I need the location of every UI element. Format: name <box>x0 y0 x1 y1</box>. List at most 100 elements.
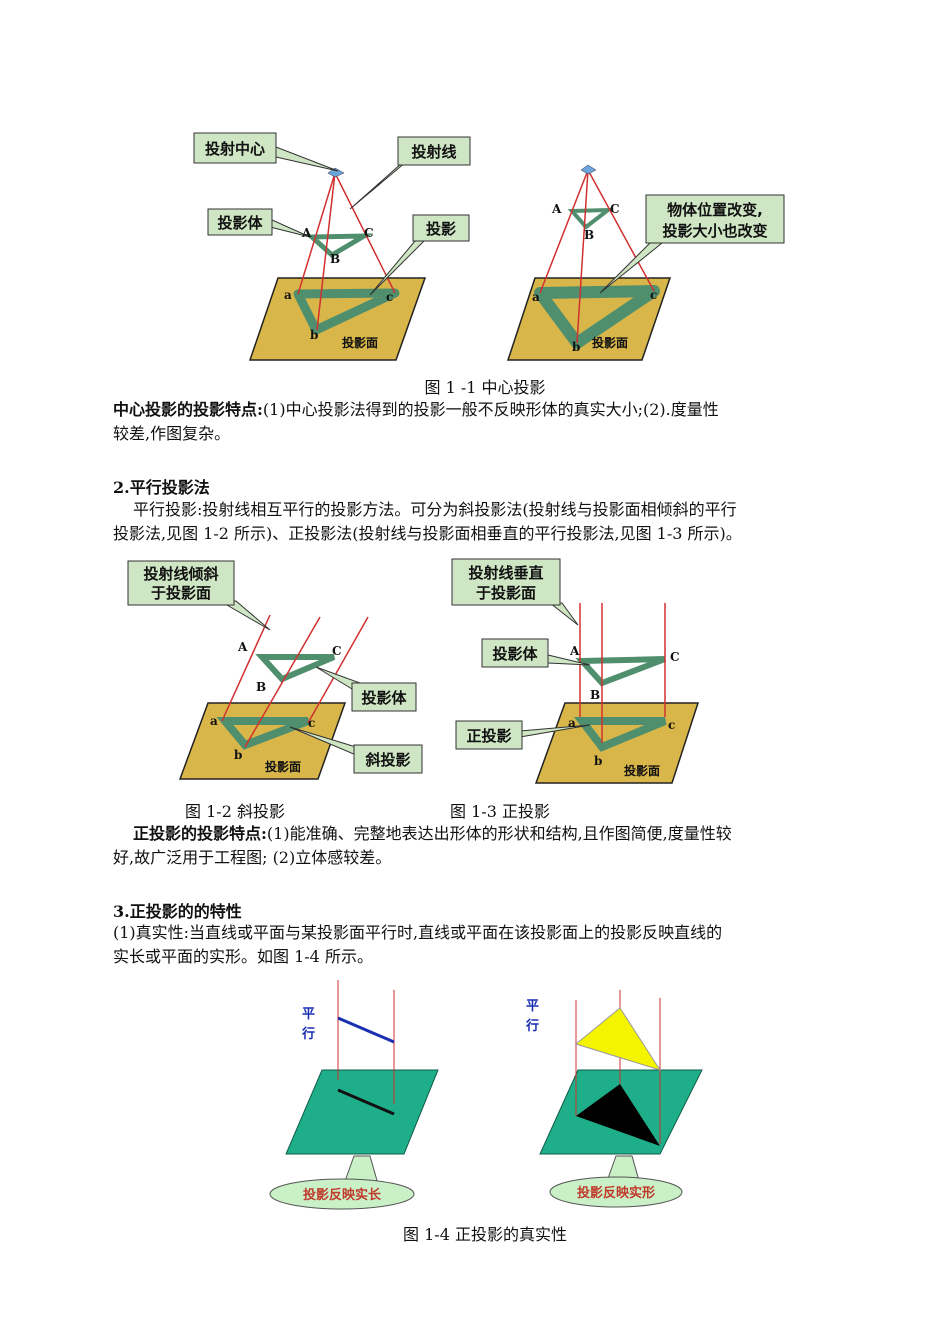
label-b: b <box>234 748 242 762</box>
ortho-features-line2: 好,故广泛用于工程图; (2)立体感较差。 <box>113 848 392 867</box>
parallel-char-2: 行 <box>301 1026 315 1042</box>
parallel-char-1: 平 <box>526 999 539 1014</box>
figure-1-1-caption: 图 1 -1 中心投影 <box>424 378 546 397</box>
projected-triangle <box>573 717 667 752</box>
section-3-paragraph: (1)真实性:当直线或平面与某投影面平行时,直线或平面在该投影面上的投影反映直线… <box>113 921 858 969</box>
callout-ray-text: 投射线 <box>411 143 456 161</box>
section-3-line2: 实长或平面的实形。如图 1-4 所示。 <box>113 947 373 966</box>
callout-perp-line2: 于投影面 <box>476 584 536 602</box>
label-c: c <box>308 716 315 730</box>
plane-label: 投影面 <box>265 759 301 774</box>
callout-body-text: 投影体 <box>217 214 263 232</box>
callout-note-line2: 投影大小也改变 <box>662 222 767 240</box>
callout-note <box>645 194 785 244</box>
section-2-heading: 2.平行投影法 <box>113 478 210 497</box>
section-2-paragraph: 平行投影:投射线相互平行的投影方法。可分为斜投影法(投射线与投影面相倾斜的平行 … <box>113 498 858 546</box>
label-oval <box>549 1176 683 1208</box>
fig3-diagram: 投射线垂直 于投影面 投影体 正投影 A B C a b c 投影面 <box>451 558 700 784</box>
figure-1-1: 投射中心 投射线 投影体 投影 A B C a b c 投影面 物体位置改变, … <box>193 132 785 361</box>
callout-body <box>207 208 273 236</box>
label-a: a <box>210 714 218 728</box>
label-c: c <box>650 288 657 302</box>
figure-1-4: 投影反映实长 平 行 投影反映实形 平 行 <box>269 980 703 1210</box>
callout-ortho-projection <box>455 720 523 750</box>
plane-label: 投影面 <box>592 335 628 350</box>
fig4-left-diagram: 投影反映实长 平 行 <box>269 980 439 1210</box>
projected-triangle <box>534 285 660 349</box>
label-C: C <box>364 226 374 240</box>
parallel-char-2: 行 <box>525 1018 539 1034</box>
central-features-line1: (1)中心投影法得到的投影一般不反映形体的真实大小;(2).度量性 <box>262 400 719 419</box>
central-features-line2: 较差,作图复杂。 <box>113 424 231 443</box>
label-c: c <box>668 718 675 732</box>
callout-perpendicular <box>451 558 561 606</box>
section-2-line1: 平行投影:投射线相互平行的投影方法。可分为斜投影法(投射线与投影面相倾斜的平行 <box>133 500 737 519</box>
fig1-left-diagram: 投射中心 投射线 投影体 投影 A B C a b c 投影面 <box>193 132 471 361</box>
label-A: A <box>551 202 562 216</box>
section-2-line2: 投影法,见图 1-2 所示)、正投影法(投射线与投影面相垂直的平行投影法,见图 … <box>113 524 742 543</box>
callout-body-text: 投影体 <box>361 689 407 707</box>
label-a: a <box>284 288 292 302</box>
ortho-features-paragraph: 正投影的投影特点:(1)能准确、完整地表达出形体的形状和结构,且作图简便,度量性… <box>113 822 858 870</box>
projected-triangle <box>576 1084 660 1146</box>
object-triangle <box>567 207 615 230</box>
object-triangle <box>575 656 667 687</box>
label-A: A <box>569 644 580 658</box>
section-3-line1: (1)真实性:当直线或平面与某投影面平行时,直线或平面在该投影面上的投影反映直线… <box>113 923 723 942</box>
callout-oblique <box>127 560 235 606</box>
fig4-right-diagram: 投影反映实形 平 行 <box>525 990 703 1208</box>
parallel-line <box>337 1016 395 1044</box>
oval-text: 投影反映实长 <box>303 1187 382 1203</box>
label-c: c <box>386 290 393 304</box>
projected-triangle <box>216 717 310 750</box>
callout-body <box>351 682 417 712</box>
label-C: C <box>610 202 620 216</box>
label-b: b <box>572 340 580 354</box>
projected-triangle <box>293 288 400 335</box>
section-3-heading: 3.正投影的的特性 <box>113 902 242 921</box>
object-triangle <box>305 233 374 259</box>
parallel-char-1: 平 <box>302 1007 315 1022</box>
label-C: C <box>332 644 342 658</box>
label-B: B <box>330 252 340 266</box>
callout-body <box>481 638 549 668</box>
callout-oblique-line1: 投射线倾斜 <box>143 565 218 583</box>
callout-perp-line1: 投射线垂直 <box>468 564 543 582</box>
projected-line <box>337 1088 395 1116</box>
figure-1-2-1-3: 投射线倾斜 于投影面 投影体 斜投影 A B C a b c 投影面 投射线垂直… <box>127 558 700 784</box>
label-b: b <box>594 754 602 768</box>
label-oval <box>269 1178 415 1210</box>
figure-1-3-caption: 图 1-3 正投影 <box>450 802 550 821</box>
callout-note-line1: 物体位置改变, <box>667 201 763 219</box>
callout-projection <box>412 214 470 242</box>
label-B: B <box>590 688 600 702</box>
center-point-icon <box>580 164 597 175</box>
callout-ray <box>397 136 471 166</box>
callout-oblique-line2: 于投影面 <box>151 584 211 602</box>
callout-oblique-projection <box>353 744 423 774</box>
parallel-triangle <box>574 1007 662 1071</box>
ortho-features-label: 正投影的投影特点: <box>133 824 267 843</box>
label-a: a <box>532 290 540 304</box>
callout-ortho-projection-text: 正投影 <box>466 727 511 745</box>
callout-projection-text: 投影 <box>426 220 456 238</box>
oval-text: 投影反映实形 <box>577 1185 655 1201</box>
figure-1-2-caption: 图 1-2 斜投影 <box>185 802 285 821</box>
label-A: A <box>301 226 312 240</box>
object-triangle <box>255 654 336 683</box>
central-features-paragraph: 中心投影的投影特点:(1)中心投影法得到的投影一般不反映形体的真实大小;(2).… <box>113 398 858 446</box>
projection-plane <box>285 1069 439 1155</box>
figure-1-4-caption: 图 1-4 正投影的真实性 <box>403 1225 567 1244</box>
label-A: A <box>237 640 248 654</box>
fig1-right-diagram: 物体位置改变, 投影大小也改变 A B C a b c 投影面 <box>506 164 785 361</box>
callout-center <box>193 132 277 164</box>
label-B: B <box>256 680 266 694</box>
label-b: b <box>310 328 318 342</box>
plane-label: 投影面 <box>624 763 660 778</box>
label-B: B <box>584 228 594 242</box>
callout-center-text: 投射中心 <box>205 140 265 158</box>
callout-body-text: 投影体 <box>492 645 538 663</box>
fig2-diagram: 投射线倾斜 于投影面 投影体 斜投影 A B C a b c 投影面 <box>127 560 423 780</box>
central-features-label: 中心投影的投影特点: <box>113 400 263 419</box>
callout-oblique-projection-text: 斜投影 <box>364 751 410 769</box>
